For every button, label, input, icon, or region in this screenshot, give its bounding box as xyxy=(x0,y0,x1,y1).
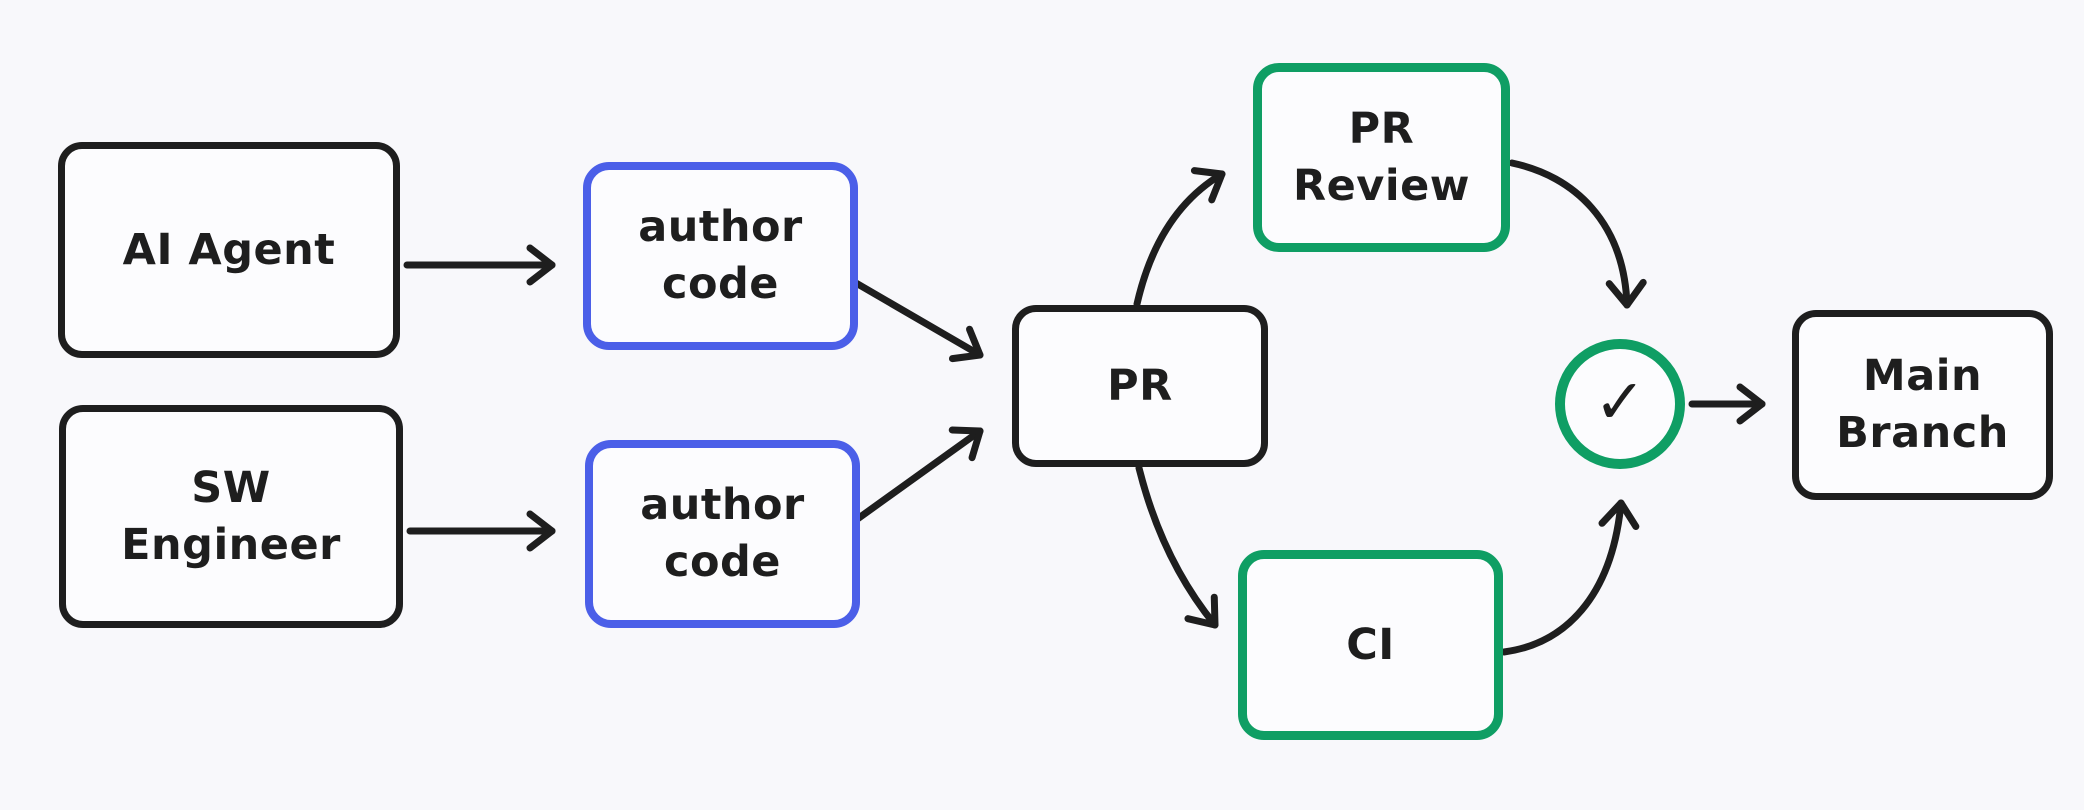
node-author-code-bottom[interactable]: author code xyxy=(585,440,860,628)
node-author-code-top-label: author code xyxy=(638,202,803,309)
node-ci[interactable]: CI xyxy=(1238,550,1503,740)
edge-author-code-bottom-to-pr[interactable] xyxy=(852,426,984,524)
node-sw-engineer-label: SW Engineer xyxy=(121,462,341,570)
node-main-branch-label: Main Branch xyxy=(1836,351,2009,458)
node-ai-agent[interactable]: AI Agent xyxy=(58,142,400,358)
node-author-code-bottom-label: author code xyxy=(640,480,805,587)
edge-pr-to-pr-review[interactable] xyxy=(1133,167,1226,308)
node-ci-label: CI xyxy=(1346,619,1395,670)
node-ai-agent-label: AI Agent xyxy=(122,224,336,275)
node-pr[interactable]: PR xyxy=(1012,305,1268,467)
node-pr-label: PR xyxy=(1107,360,1173,411)
edge-pr-review-to-check[interactable] xyxy=(1508,159,1647,309)
node-author-code-top[interactable]: author code xyxy=(583,162,858,350)
node-pr-review-label: PR Review xyxy=(1293,103,1470,211)
node-main-branch[interactable]: Main Branch xyxy=(1792,310,2053,500)
edge-pr-to-ci[interactable] xyxy=(1135,464,1219,629)
node-pr-review[interactable]: PR Review xyxy=(1253,63,1510,252)
edge-author-code-top-to-pr[interactable] xyxy=(852,279,984,363)
node-check-circle[interactable]: ✓ xyxy=(1555,339,1685,469)
edge-ci-to-check[interactable] xyxy=(1500,499,1640,656)
check-icon: ✓ xyxy=(1594,364,1646,438)
node-sw-engineer[interactable]: SW Engineer xyxy=(59,405,403,628)
